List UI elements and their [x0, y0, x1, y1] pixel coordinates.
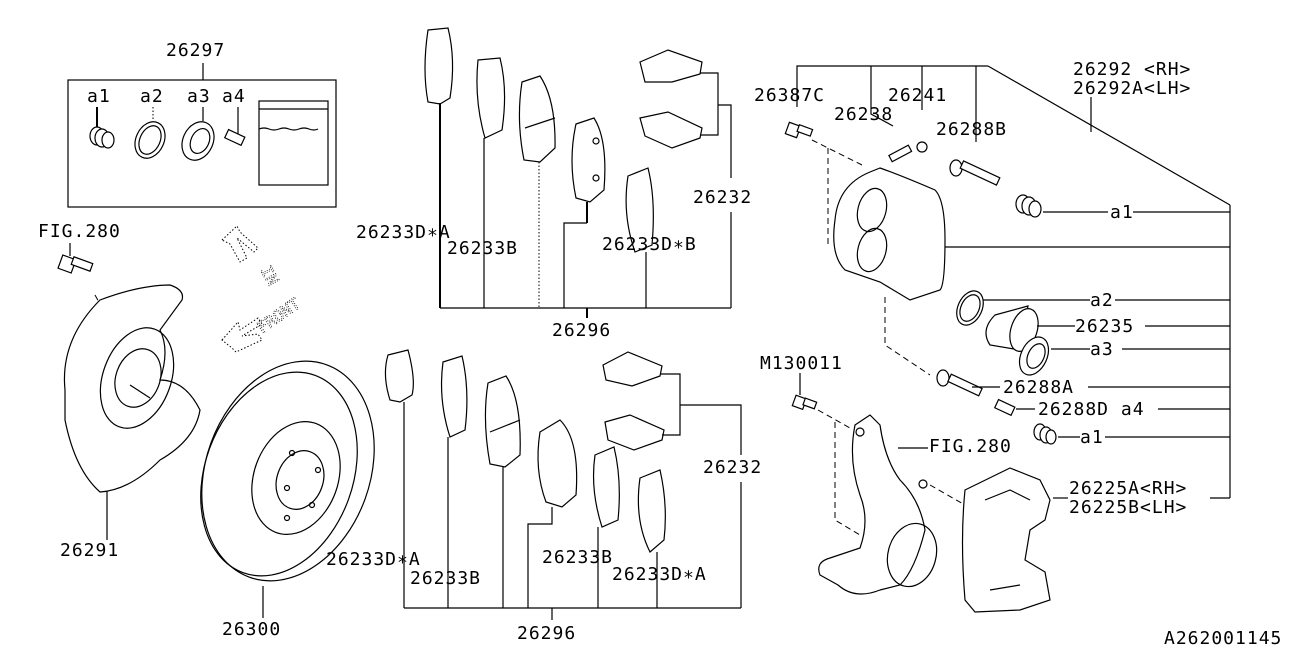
- seal-kit-item-a4: a4: [222, 86, 246, 107]
- bolt-m130011-icon: [791, 394, 818, 411]
- upper-shim-b2-label: 26233D∗B: [602, 234, 697, 255]
- boot-a1-top-icon: [1015, 194, 1042, 218]
- lower-shim-b-icon: [440, 355, 468, 438]
- dust-shield-icon: [63, 284, 201, 493]
- dust-shield-group: FIG.280 26291: [38, 221, 201, 561]
- upper-pad-kit-label: 26296: [552, 320, 611, 341]
- seal-kit-label: 26297: [166, 40, 225, 61]
- a2-label: a2: [1090, 290, 1114, 311]
- a1-bottom-label: a1: [1080, 427, 1104, 448]
- lower-shim-b2-icon: [592, 446, 620, 528]
- upper-pad-kit-group: 26232 26233D∗A 26233B 26233D∗B 26296: [356, 27, 752, 341]
- upper-shim-b2-icon: [625, 167, 654, 253]
- upper-clip-2-icon: [639, 111, 703, 149]
- support-lh-label: 26225B<LH>: [1069, 497, 1187, 518]
- lower-shim-b-label: 26233B: [410, 568, 481, 589]
- seal-kit-box: [67, 79, 337, 208]
- bolt-26387c-label: 26387C: [754, 85, 825, 106]
- lower-shim-a2-icon: [637, 469, 666, 553]
- seal-kit-group: 26297 a1 a2 a3 a4: [67, 40, 337, 208]
- caliper-group: 26387C 26238 26241 26288B 26292 <RH> 262…: [754, 59, 1231, 498]
- lower-shim-a-label: 26233D∗A: [326, 549, 421, 570]
- lower-pad-2-icon: [537, 419, 578, 508]
- bolt-26387c-icon: [784, 121, 814, 139]
- knuckle-icon: [818, 414, 926, 595]
- seal-kit-item-a1: a1: [87, 86, 111, 107]
- pin-sleeve-a4-icon: [993, 398, 1016, 417]
- boot-icon: [89, 126, 115, 149]
- shield-bolt-icon: [57, 254, 94, 274]
- pin-26288b-label: 26288B: [936, 119, 1007, 140]
- pin-26288b-icon: [949, 159, 1001, 186]
- fig280-right-label: FIG.280: [929, 436, 1012, 457]
- grease-pack-icon: [258, 100, 329, 186]
- seal-ring-icon: [134, 121, 166, 159]
- caliper-lh-label: 26292A<LH>: [1073, 78, 1191, 99]
- piston-seal-icon: [956, 290, 984, 326]
- pin-26288d-label: 26288D a4: [1038, 399, 1145, 420]
- in-label: IN: [257, 263, 283, 289]
- caliper-body-icon: [833, 167, 946, 301]
- caliper-support-icon: [961, 467, 1051, 613]
- lower-shim-a-icon: [384, 349, 414, 403]
- seal-kit-item-a3: a3: [187, 86, 211, 107]
- piston-boot-icon: [1018, 336, 1050, 376]
- upper-shim-a-label: 26233D∗A: [356, 222, 451, 243]
- a1-top-label: a1: [1110, 202, 1134, 223]
- lower-shim-a2-label: 26233D∗A: [612, 564, 707, 585]
- seal-kit-item-a2: a2: [140, 86, 164, 107]
- upper-shim-b-icon: [476, 57, 506, 139]
- rotor-icon: [201, 360, 375, 582]
- front-arrow-icon: [221, 317, 263, 353]
- knuckle-group: M130011 FIG.280 26225A<RH> 26225B<LH>: [760, 353, 1230, 613]
- dust-seal-icon: [181, 121, 215, 161]
- lower-pad-icon: [484, 375, 521, 468]
- a3-label: a3: [1090, 339, 1114, 360]
- caliper-rh-label: 26292 <RH>: [1073, 59, 1191, 80]
- bleeder-cap-icon: [916, 141, 928, 153]
- lower-shim-b2-label: 26233B: [542, 547, 613, 568]
- figure-id-label: A262001145: [1164, 628, 1282, 649]
- front-label: FRONT: [253, 294, 304, 337]
- support-rh-label: 26225A<RH>: [1069, 478, 1187, 499]
- bleeder-icon: [888, 144, 913, 163]
- boot-a1-bottom-icon: [1033, 423, 1057, 445]
- upper-pad-icon: [518, 75, 556, 163]
- lower-clip-1-icon: [602, 351, 663, 387]
- upper-pad-2-icon: [571, 117, 606, 203]
- lower-clip-label: 26232: [703, 457, 762, 478]
- upper-clip-label: 26232: [693, 187, 752, 208]
- pin-26288a-label: 26288A: [1003, 377, 1074, 398]
- rotor-label: 26300: [222, 619, 281, 640]
- cap-26241-label: 26241: [888, 85, 947, 106]
- dust-shield-label: 26291: [60, 540, 119, 561]
- lower-pad-kit-group: 26232 26233D∗A 26233B 26233B 26233D∗A 26…: [326, 349, 762, 644]
- pin-26288a-icon: [936, 369, 983, 397]
- upper-clip-1-icon: [639, 49, 703, 83]
- bleeder-26238-label: 26238: [834, 104, 893, 125]
- lower-clip-2-icon: [604, 414, 665, 451]
- pin-sleeve-icon: [223, 128, 246, 147]
- piston-26235-label: 26235: [1075, 316, 1134, 337]
- fig280-left-label: FIG.280: [38, 221, 121, 242]
- bolt-m130011-label: M130011: [760, 353, 843, 374]
- rotor-group: 26300: [200, 360, 375, 640]
- lower-pad-kit-label: 26296: [517, 623, 576, 644]
- upper-shim-b-label: 26233B: [447, 238, 518, 259]
- in-arrow-icon: [221, 225, 259, 263]
- upper-shim-a-icon: [424, 27, 454, 105]
- direction-indicators: IN FRONT: [221, 225, 304, 353]
